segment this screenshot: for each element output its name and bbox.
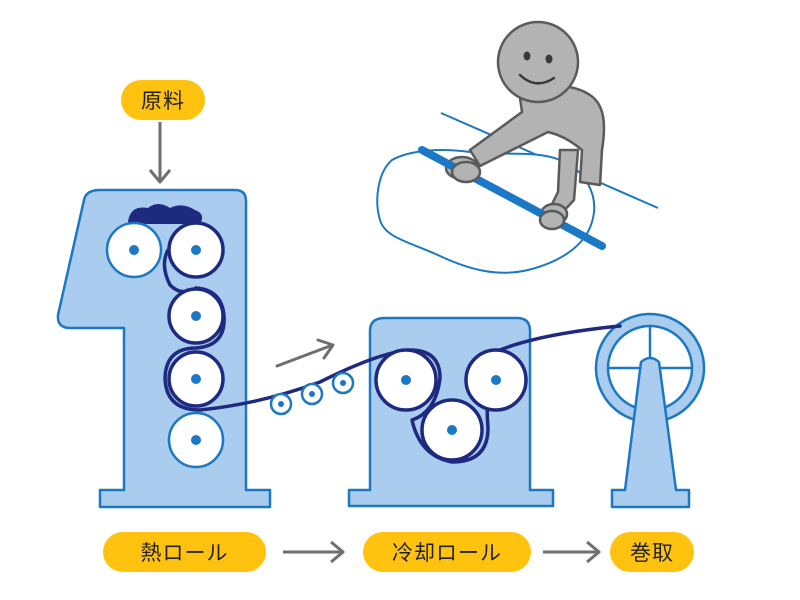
direction-arrow (275, 338, 335, 368)
heat-roll-4-axle (191, 374, 201, 384)
raw-material-blob (128, 204, 203, 224)
worker-eye-left (523, 51, 531, 61)
cooling-roll-label: 冷却ロール (363, 532, 531, 572)
raw-material-label: 原料 (121, 80, 205, 120)
guide-rollers (269, 371, 355, 416)
worker-eye-right (545, 54, 553, 64)
heat-rolls (105, 221, 225, 469)
winder (594, 312, 706, 509)
process-arrow-1 (283, 540, 345, 564)
heat-roll-2-axle (191, 245, 201, 255)
heat-roll-5-axle (191, 435, 201, 445)
worker-head (496, 20, 580, 104)
winder-stand (610, 356, 691, 509)
worker-left-fingers (450, 160, 482, 184)
heat-roll-machine (56, 188, 272, 509)
heat-roll-housing (56, 188, 272, 509)
process-arrow-2 (543, 540, 601, 564)
heat-roll-label: 熱ロール (103, 532, 266, 572)
worker-right-fingers (538, 209, 566, 231)
winding-label: 巻取 (610, 532, 694, 572)
raw-material-arrow (148, 122, 172, 184)
cooling-rolls (374, 348, 528, 462)
heat-roll-3-axle (191, 311, 201, 321)
worker-smile (518, 73, 556, 85)
worker-illustration (376, 20, 659, 274)
heat-roll-1-axle (129, 245, 139, 255)
rod (418, 146, 606, 250)
